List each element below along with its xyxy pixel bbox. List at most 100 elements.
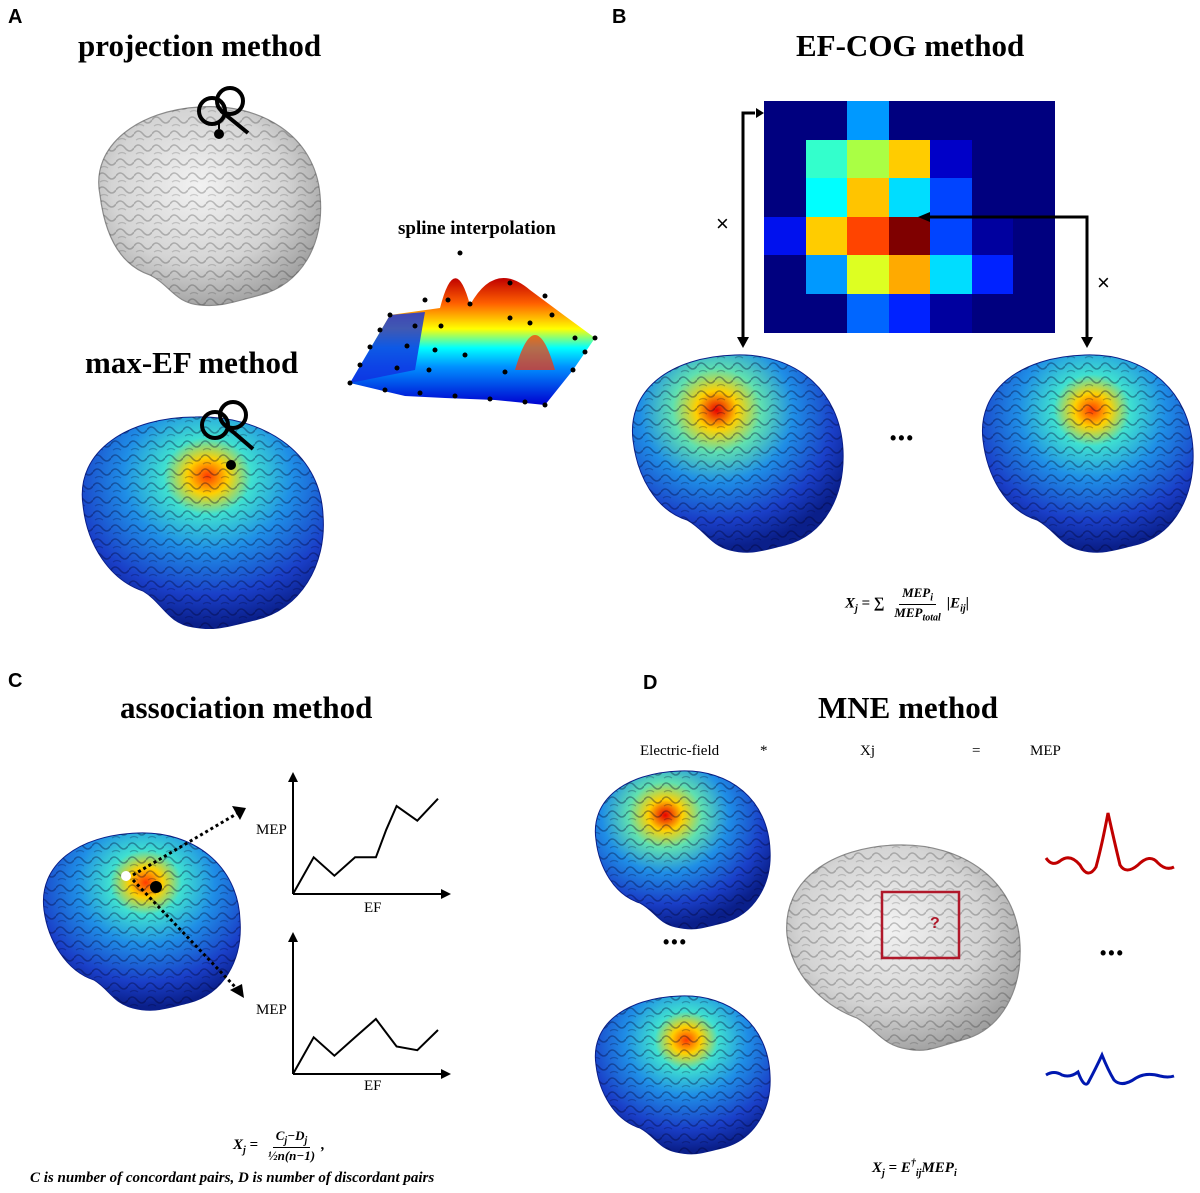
ef-brain-d-top <box>594 770 771 930</box>
ef-brain-max-ef <box>81 400 324 630</box>
heatmap-cell <box>764 216 806 256</box>
heatmap-cell <box>971 216 1014 256</box>
header-multiply: * <box>760 743 768 759</box>
ellipsis-b: ••• <box>890 428 915 448</box>
heatmap-cell <box>1013 139 1056 179</box>
formula-tail: |E <box>946 595 961 612</box>
heatmap-cell <box>805 101 848 140</box>
association-arrows <box>131 806 246 998</box>
heatmap-cell <box>805 178 848 217</box>
formula-den-sub: total <box>922 612 941 624</box>
heatmap-cell <box>888 255 931 294</box>
formula-num: C <box>275 1128 285 1143</box>
association-chart-concordant <box>288 772 451 899</box>
panel-label-c: C <box>8 670 23 692</box>
formula-num-sub: j <box>284 1135 288 1147</box>
association-formula-note: C is number of concordant pairs, D is nu… <box>30 1170 435 1186</box>
formula-tail-sub: i <box>953 1168 957 1179</box>
heatmap-cell <box>805 139 848 179</box>
tms-coil-icon <box>197 86 250 135</box>
panel-label-d: D <box>643 672 658 694</box>
heatmap-cell <box>888 101 931 140</box>
ef-brain-b-right <box>981 354 1194 553</box>
formula-eq: = ∑ <box>857 595 885 612</box>
roi-box <box>880 890 961 960</box>
heatmap-cell <box>888 178 931 217</box>
formula-lhs: X <box>233 1137 244 1154</box>
mne-formula: Xj = E†ijMEPi <box>872 1158 957 1179</box>
header-equals: = <box>972 743 981 759</box>
formula-num-sub2: j <box>304 1135 308 1147</box>
heatmap-cell <box>805 216 848 256</box>
heatmap-cell <box>971 178 1014 217</box>
ef-brain-b-left <box>631 354 844 553</box>
formula-lhs: X <box>845 595 856 612</box>
heatmap-cell <box>930 178 973 217</box>
heatmap-cell <box>847 178 890 217</box>
bottom-chart-xlabel: EF <box>364 1078 382 1094</box>
heatmap-cell <box>888 216 931 256</box>
heatmap-cell <box>971 255 1014 294</box>
formula-tail-end: | <box>965 595 969 612</box>
formula-num: MEP <box>902 585 931 600</box>
heatmap-cell <box>930 293 973 333</box>
heatmap-cell <box>764 101 806 140</box>
bottom-chart-ylabel: MEP <box>256 1002 287 1018</box>
gray-brain-projection <box>98 86 322 307</box>
heatmap-cell <box>930 255 973 294</box>
panel-label-a: A <box>8 6 23 28</box>
gray-brain-mne <box>786 844 1021 1051</box>
mep-waveform-blue <box>1045 1051 1175 1086</box>
unknown-roi-question-mark: ? <box>930 915 940 932</box>
heatmap-cell <box>847 293 890 333</box>
formula-lhs-sub: j <box>855 603 858 615</box>
formula-num-mid: −D <box>287 1128 305 1143</box>
heatmap-cell <box>971 139 1014 179</box>
target-point <box>214 129 224 139</box>
formula-e-sub: ij <box>915 1168 922 1179</box>
heatmap-cell <box>847 101 890 140</box>
ef-brain-association <box>42 832 241 1011</box>
tms-coil-icon <box>200 400 255 451</box>
ef-brain-d-bottom <box>594 995 771 1155</box>
formula-fraction: MEPi MEPtotal <box>891 585 944 623</box>
multiply-sign-right: × <box>1097 270 1110 295</box>
ef-cog-formula: Xj = ∑ MEPi MEPtotal |Eij| <box>845 585 969 623</box>
heatmap-cell <box>930 139 973 179</box>
formula-lhs-sub: j <box>882 1168 885 1179</box>
formula-lhs: X <box>872 1160 883 1176</box>
spline-interpolation-title: spline interpolation <box>398 218 556 239</box>
formula-fraction: Cj−Dj ½n(n−1) <box>265 1128 318 1164</box>
heatmap-cell <box>1013 255 1056 294</box>
top-chart-ylabel: MEP <box>256 822 287 838</box>
heatmap-cell <box>1013 101 1056 140</box>
heatmap-cell <box>971 293 1014 333</box>
formula-num-sub: i <box>930 592 934 604</box>
heatmap-arrows <box>737 108 1093 348</box>
heatmap-cell <box>1013 178 1056 217</box>
heatmap-cell <box>847 216 890 256</box>
heatmap-cell <box>847 139 890 179</box>
formula-dagger: † <box>910 1158 916 1169</box>
ef-cog-heatmap <box>764 101 1056 333</box>
top-chart-xlabel: EF <box>364 900 382 916</box>
formula-tail-sub: ij <box>960 603 966 615</box>
header-electric-field: Electric-field <box>640 743 720 759</box>
mne-method-title: MNE method <box>818 690 998 725</box>
ef-cog-method-title: EF-COG method <box>796 28 1025 63</box>
projection-method-title: projection method <box>78 28 322 63</box>
max-ef-point <box>226 460 236 470</box>
heatmap-cell <box>847 255 890 294</box>
mep-waveform-red <box>1044 812 1175 875</box>
heatmap-cell <box>1013 293 1056 333</box>
formula-den: ½n(n−1) <box>267 1147 316 1163</box>
max-ef-method-title: max-EF method <box>85 345 299 380</box>
formula-tail: , <box>321 1137 325 1154</box>
heatmap-cell <box>888 139 931 179</box>
formula-den: MEP <box>894 604 923 620</box>
header-xj: Xj <box>860 743 875 759</box>
panel-label-b: B <box>612 6 627 28</box>
heatmap-cell <box>888 293 931 333</box>
formula-lhs-sub: j <box>243 1145 246 1157</box>
white-point <box>121 871 131 881</box>
